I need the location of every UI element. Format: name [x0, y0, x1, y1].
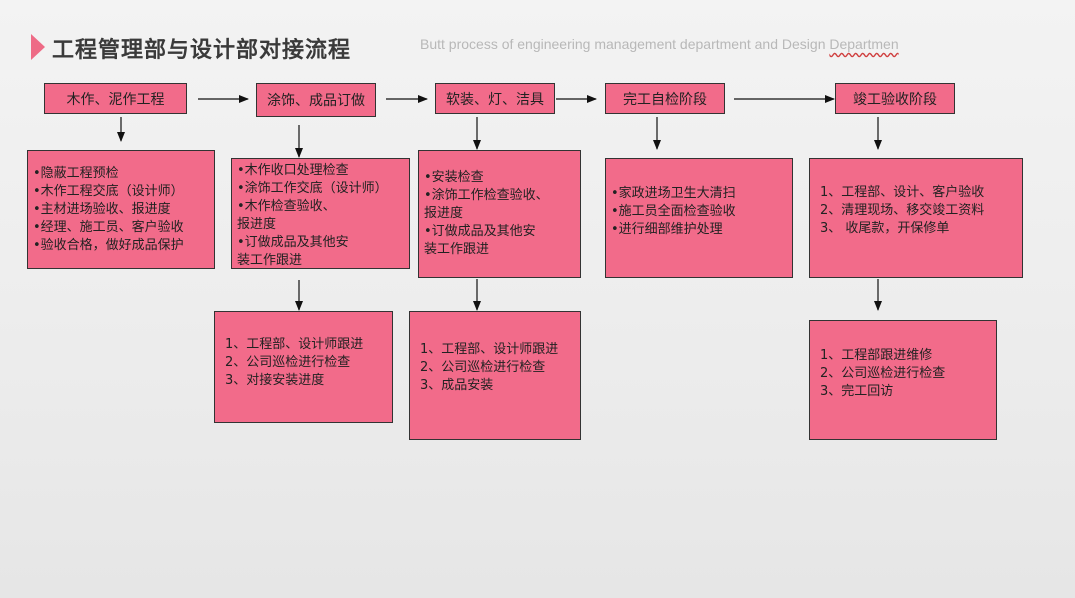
detail-line: •经理、施工员、客户验收	[33, 219, 184, 235]
stage-self-inspection: 完工自检阶段	[605, 83, 725, 114]
detail-line: 1、工程部、设计师跟进	[225, 337, 364, 352]
detail-woodwork: •隐蔽工程预检 •木作工程交底（设计师） •主材进场验收、报进度 •经理、施工员…	[27, 150, 215, 269]
detail-line: •木作工程交底（设计师）	[33, 183, 184, 199]
detail-line: •涂饰工作交底（设计师）	[237, 181, 388, 196]
detail-followup-soft: 1、工程部、设计师跟进 2、公司巡检进行检查 3、成品安装	[409, 311, 581, 440]
detail-line: 1、工程部跟进维修	[820, 348, 933, 363]
stage-label: 木作、泥作工程	[66, 91, 165, 108]
detail-line: •涂饰工作检查验收、	[424, 188, 549, 203]
stage-label: 软装、灯、洁具	[446, 91, 544, 108]
detail-line: 报进度	[424, 206, 464, 221]
subtitle-main: Butt process of engineering management d…	[420, 36, 830, 52]
detail-line: •施工员全面检查验收	[611, 204, 736, 219]
detail-line: •木作检查验收、	[237, 199, 336, 214]
detail-line: 2、公司巡检进行检查	[420, 359, 546, 375]
detail-line: 3、对接安装进度	[225, 373, 325, 388]
detail-line: •订做成品及其他安	[237, 235, 349, 250]
detail-line: 1、工程部、设计师跟进	[420, 341, 559, 357]
detail-self-inspection: •家政进场卫生大清扫 •施工员全面检查验收 •进行细部维护处理	[605, 158, 793, 278]
stage-label: 完工自检阶段	[623, 91, 707, 108]
detail-line: 2、公司巡检进行检查	[225, 355, 351, 370]
detail-line: 3、完工回访	[820, 384, 894, 399]
detail-line: 报进度	[237, 217, 277, 232]
detail-soft-furnishing: •安装检查 •涂饰工作检查验收、 报进度 •订做成品及其他安 装工作跟进	[418, 150, 581, 278]
detail-line: •验收合格，做好成品保护	[33, 237, 184, 253]
stage-painting-custom: 涂饰、成品订做	[256, 83, 376, 117]
detail-followup-final: 1、工程部跟进维修 2、公司巡检进行检查 3、完工回访	[809, 320, 997, 440]
detail-line: 装工作跟进	[424, 242, 490, 257]
detail-final-acceptance: 1、工程部、设计、客户验收 2、清理现场、移交竣工资料 3、 收尾款，开保修单	[809, 158, 1023, 278]
detail-line: •木作收口处理检查	[237, 163, 349, 178]
stage-soft-furnishing: 软装、灯、洁具	[435, 83, 555, 114]
detail-line: •进行细部维护处理	[611, 222, 723, 237]
subtitle-tail: Departmen	[829, 36, 899, 52]
detail-line: 2、清理现场、移交竣工资料	[820, 203, 985, 218]
detail-line: •订做成品及其他安	[424, 224, 536, 239]
detail-line: 1、工程部、设计、客户验收	[820, 185, 985, 200]
detail-line: •隐蔽工程预检	[33, 165, 119, 181]
detail-line: 装工作跟进	[237, 253, 303, 268]
detail-line: •安装检查	[424, 170, 484, 185]
detail-followup-painting: 1、工程部、设计师跟进 2、公司巡检进行检查 3、对接安装进度	[214, 311, 393, 423]
detail-line: •主材进场验收、报进度	[33, 201, 171, 217]
detail-line: •家政进场卫生大清扫	[611, 186, 736, 201]
page-subtitle: Butt process of engineering management d…	[420, 36, 899, 52]
detail-line: 3、 收尾款，开保修单	[820, 221, 950, 236]
stage-label: 涂饰、成品订做	[267, 93, 365, 109]
page-title: 工程管理部与设计部对接流程	[52, 37, 352, 63]
stage-final-acceptance: 竣工验收阶段	[835, 83, 955, 114]
stage-woodwork-masonry: 木作、泥作工程	[44, 83, 187, 114]
detail-line: 3、成品安装	[420, 377, 494, 393]
stage-label: 竣工验收阶段	[853, 91, 937, 108]
detail-painting: •木作收口处理检查 •涂饰工作交底（设计师） •木作检查验收、 报进度 •订做成…	[231, 158, 410, 269]
title-marker	[31, 34, 45, 60]
detail-line: 2、公司巡检进行检查	[820, 366, 946, 381]
